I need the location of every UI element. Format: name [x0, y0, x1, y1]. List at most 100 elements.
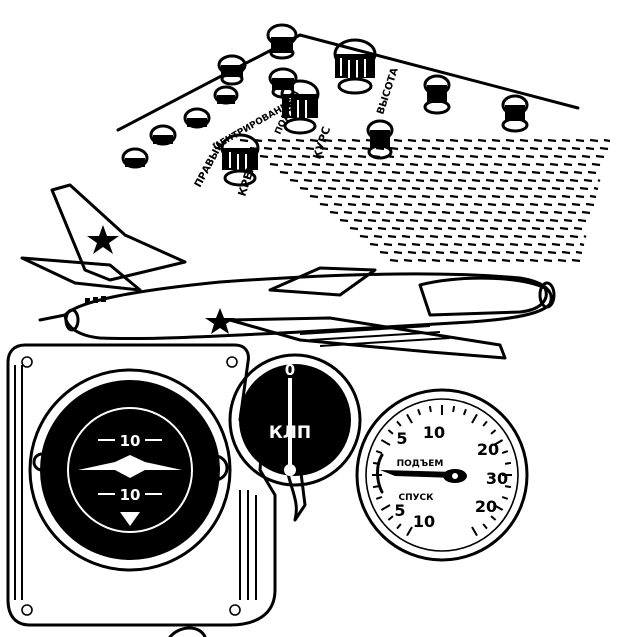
- knob-7[interactable]: [149, 124, 177, 146]
- engine-nacelle: [418, 276, 548, 317]
- hatch-stroke: [317, 178, 327, 183]
- hatch-stroke: [385, 210, 395, 215]
- hatch-stroke: [327, 186, 337, 191]
- hatch-stroke: [459, 146, 469, 151]
- hatch-stroke: [381, 162, 391, 167]
- hatch-stroke: [471, 234, 481, 239]
- hatch-stroke: [355, 186, 365, 191]
- knob-11[interactable]: [501, 94, 529, 133]
- hatch-stroke: [579, 242, 585, 247]
- housing-screw-2: [226, 356, 238, 368]
- hatch-stroke: [477, 194, 487, 199]
- hatch-stroke: [345, 178, 355, 183]
- bezel-outer: [28, 368, 232, 572]
- hatch-stroke: [495, 242, 505, 247]
- hatch-stroke: [555, 178, 565, 183]
- knob-10[interactable]: [423, 74, 451, 115]
- hatch-stroke: [307, 170, 317, 175]
- knob-2[interactable]: [333, 38, 377, 95]
- hatch-stroke: [387, 234, 397, 239]
- hatch-stroke: [525, 210, 535, 215]
- hatch-stroke: [527, 178, 537, 183]
- hatch-stroke: [397, 186, 407, 191]
- hatch-stroke: [435, 138, 445, 143]
- hatch-stroke: [295, 138, 305, 143]
- hatch-stroke: [591, 162, 601, 167]
- vario-tick: [504, 485, 512, 489]
- hatch-stroke: [585, 202, 595, 207]
- vario-tick: [452, 405, 456, 413]
- hatch-stroke: [273, 154, 283, 159]
- hatch-stroke: [533, 250, 543, 255]
- hatch-stroke: [377, 226, 387, 231]
- fuselage-shading: [299, 325, 451, 347]
- hatch-stroke: [563, 218, 573, 223]
- hatch-stroke: [445, 202, 455, 207]
- hatch-stroke: [421, 250, 431, 255]
- hatch-stroke: [451, 218, 461, 223]
- hatch-stroke: [529, 202, 539, 207]
- hatch-stroke: [431, 146, 441, 151]
- knob-9[interactable]: [280, 79, 320, 135]
- hatch-stroke: [469, 154, 479, 159]
- vario-arc-mark: [376, 453, 384, 494]
- hatch-stroke: [447, 226, 457, 231]
- hatch-stroke: [339, 218, 349, 223]
- hatch-stroke: [553, 154, 563, 159]
- hatch-stroke: [377, 170, 387, 175]
- hatch-stroke: [511, 210, 521, 215]
- hatch-stroke: [531, 226, 541, 231]
- aircraft: [20, 183, 556, 360]
- hatch-stroke: [427, 154, 437, 159]
- hatch-stroke: [269, 162, 279, 167]
- vario-tick: [428, 405, 432, 413]
- hatch-stroke: [481, 186, 491, 191]
- hatch-stroke: [335, 170, 345, 175]
- hatch-stroke: [541, 234, 551, 239]
- hatch-stroke: [433, 170, 443, 175]
- knob-1[interactable]: [266, 23, 298, 60]
- far-wing: [268, 266, 377, 297]
- hatch-stroke: [321, 170, 331, 175]
- bezel-knob-left[interactable]: [32, 452, 52, 472]
- hatch-stroke: [329, 210, 339, 215]
- hatch-stroke: [459, 202, 469, 207]
- hatch-stroke: [485, 178, 495, 183]
- hatch-stroke: [433, 226, 443, 231]
- vario-tick: [396, 523, 402, 530]
- hatch-stroke: [467, 242, 477, 247]
- hatch-stroke: [585, 146, 595, 151]
- knob-5[interactable]: [213, 85, 239, 105]
- hatch-stroke: [393, 138, 403, 143]
- hatch-stroke: [451, 162, 461, 167]
- vario-tick: [406, 413, 413, 424]
- hatch-stroke: [481, 242, 491, 247]
- hatch-stroke: [415, 178, 425, 183]
- hatch-stroke: [531, 170, 541, 175]
- hatch-stroke: [571, 146, 581, 151]
- hatch-stroke: [303, 178, 313, 183]
- knob-6[interactable]: [183, 107, 211, 129]
- vario-climb-label: ПОДЪЕМ: [397, 459, 444, 469]
- hatch-stroke: [333, 202, 343, 207]
- hatch-stroke: [547, 194, 557, 199]
- hatch-stroke: [513, 234, 523, 239]
- knob-13[interactable]: [220, 133, 260, 187]
- hatch-stroke: [411, 186, 421, 191]
- hatch-stroke: [431, 258, 441, 263]
- vario-tick: [372, 485, 380, 489]
- knob-12[interactable]: [366, 119, 394, 160]
- vario-left-upper: 5: [396, 429, 407, 448]
- turn-needle-pivot: [284, 464, 296, 476]
- hatch-stroke: [393, 194, 403, 199]
- hatch-stroke: [353, 162, 363, 167]
- vario-lower-10: 10: [413, 512, 435, 531]
- label-vysota: ВЫСОТА: [375, 66, 400, 116]
- knob-8[interactable]: [121, 147, 149, 169]
- knob-3[interactable]: [217, 54, 247, 86]
- hatch-stroke: [465, 218, 475, 223]
- hatch-stroke: [491, 138, 501, 143]
- bezel-knob-right[interactable]: [201, 454, 229, 482]
- hatch-stroke: [475, 170, 485, 175]
